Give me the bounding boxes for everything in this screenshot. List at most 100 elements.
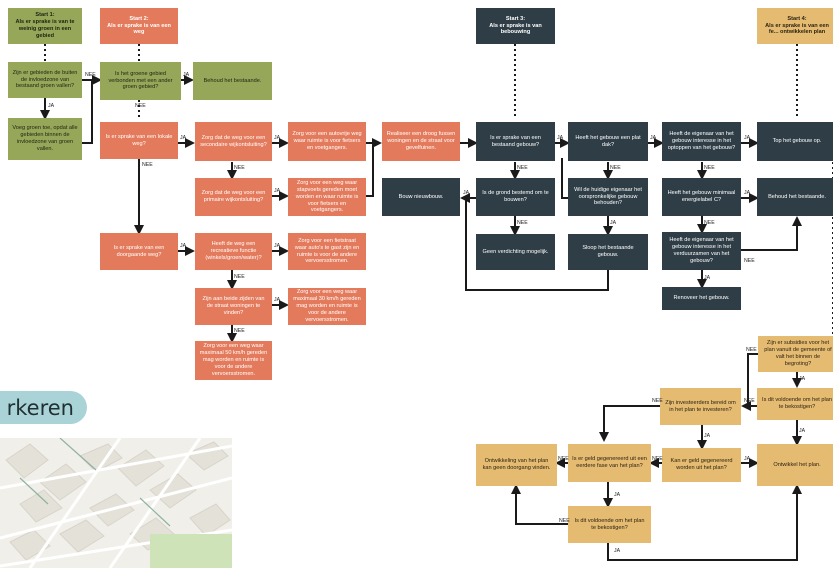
plan-node-5-text: Is er geld gegenereerd uit een eerdere f…: [572, 456, 647, 469]
plan-node-2-text: Zijn investeerders bereid om in het plan…: [665, 399, 736, 413]
edge-label-ja: JA: [274, 135, 281, 141]
road-node-1-text: Is er sprake van een lokale weg?: [105, 133, 173, 147]
road-node-6-text: Zorg voor een weg waar stapvoets gereden…: [295, 179, 359, 214]
edge-label-ja: JA: [744, 456, 751, 462]
build-node-11: Sloop het bestaande gebouw.: [568, 234, 648, 270]
edge-label-nee: NEE: [704, 220, 715, 226]
build-node-13-text: Renoveer het gebouw.: [673, 295, 730, 301]
plan-node-3-text: Is dit voldoende om het plan te bekostig…: [762, 397, 832, 410]
edge-label-ja: JA: [180, 135, 187, 141]
road-node-6: Zorg voor een weg waar stapvoets gereden…: [288, 178, 366, 216]
road-node-7: Is er sprake van een doorgaande weg?: [100, 233, 178, 270]
plan-node-6: Kan er geld gegenereerd worden uit het p…: [662, 448, 741, 482]
edge-label-ja: JA: [614, 492, 621, 498]
road-node-3-text: Zorg voor een autovrije weg waar ruimte …: [292, 131, 362, 151]
build-node-3-text: Heeft de eigenaar van het gebouw interes…: [667, 131, 736, 151]
road-node-9: Zorg voor een fietstraat waar auto's te …: [288, 233, 366, 270]
build-node-13: Renoveer het gebouw.: [662, 287, 741, 310]
road-node-7-text: Is er sprake van een doorgaande weg?: [113, 244, 165, 258]
build-node-4: Top het gebouw op.: [757, 122, 833, 161]
green-node-3-text: Behoud het bestaande.: [203, 77, 262, 84]
build-node-9: Behoud het bestaande.: [757, 178, 833, 216]
edge-label-ja: JA: [48, 103, 55, 109]
plan-node-3: Is dit voldoende om het plan te bekostig…: [757, 388, 833, 420]
start1-label: Start 1: Als er sprake is van te weinig …: [15, 12, 75, 39]
plan-node-8-text: Is dit voldoende om het plan te bekostig…: [574, 517, 645, 531]
plan-node-8: Is dit voldoende om het plan te bekostig…: [568, 506, 651, 543]
plan-node-7: Ontwikkel het plan.: [757, 444, 833, 486]
build-node-5-text: Bouw nieuwbouw.: [398, 193, 444, 200]
edge-label-ja: JA: [610, 220, 617, 226]
road-node-4: Realiseer een droog fussen woningen en d…: [382, 122, 460, 161]
road-node-5-text: Zorg dat de weg voor een primaire wijkon…: [201, 190, 266, 203]
edge-label-nee: NEE: [234, 274, 245, 280]
edge-label-nee: NEE: [652, 398, 663, 404]
edge-label-ja: JA: [614, 548, 621, 554]
plan-node-1: Zijn er subsidies voor het plan vanuit d…: [758, 336, 833, 372]
build-node-11-text: Sloop het bestaande gebouw.: [582, 245, 634, 258]
road-node-10-text: Zijn aan beide zijden van de straat woni…: [202, 296, 265, 316]
build-node-7: Wil de huidige eigenaar het oorspronkeli…: [568, 178, 648, 216]
green-node-1-text: Zijn er gebieden de buiten de invloedzon…: [12, 69, 78, 90]
build-node-1-text: Is er sprake van een bestaand gebouw?: [490, 134, 541, 148]
build-node-4-text: Top het gebouw op.: [772, 138, 822, 144]
build-node-10-text: Geen verdichting mogelijk.: [482, 248, 549, 255]
build-node-6: Is de grond bestemd om te bouwen?: [476, 178, 555, 216]
start4-header: Start 4: Als er sprake is van een fe... …: [757, 8, 833, 44]
road-node-12: Zorg voor een weg waar maximaal 50 km/h …: [195, 341, 272, 380]
edge-label-ja: JA: [799, 376, 806, 382]
green-node-2-text: Is het groene gebied verbonden met een a…: [108, 70, 173, 91]
plan-node-4: Ontwikkeling van het plan kan geen doorg…: [476, 444, 557, 486]
build-node-10: Geen verdichting mogelijk.: [476, 234, 555, 270]
road-node-9-text: Zorg voor een fietstraat waar auto's te …: [294, 237, 360, 265]
section-title: rkeren: [6, 395, 74, 420]
edge-label-nee: NEE: [142, 162, 153, 168]
edge-label-nee: NEE: [746, 347, 757, 353]
edge-label-nee: NEE: [135, 103, 146, 109]
road-node-1: Is er sprake van een lokale weg?: [100, 122, 178, 159]
plan-node-6-text: Kan er geld gegenereerd worden uit het p…: [670, 458, 733, 471]
build-node-2-text: Heeft het gebouw een plat dak?: [575, 134, 641, 148]
plan-node-7-text: Ontwikkel het plan.: [773, 461, 821, 468]
edge-label-nee: NEE: [234, 328, 245, 334]
plan-node-1-text: Zijn er subsidies voor het plan vanuit d…: [764, 340, 832, 367]
edge-label-nee: NEE: [85, 72, 96, 78]
edge-label-ja: JA: [274, 297, 281, 303]
road-node-2-text: Zorg dat de weg voor een secondaire wijk…: [200, 134, 267, 148]
plan-node-5: Is er geld gegenereerd uit een eerdere f…: [568, 444, 651, 482]
build-node-6-text: Is de grond bestemd om te bouwen?: [482, 190, 549, 203]
edge-label-ja: JA: [704, 275, 711, 281]
edge-label-ja: JA: [463, 190, 470, 196]
edge-label-ja: JA: [799, 428, 806, 434]
road-node-3: Zorg voor een autovrije weg waar ruimte …: [288, 122, 366, 161]
edge-label-ja: JA: [183, 72, 190, 78]
start3-header: Start 3: Als er sprake is van bebouwing: [476, 8, 555, 44]
build-node-9-text: Behoud het bestaande.: [768, 193, 826, 200]
build-node-8: Heeft het gebouw minimaal energielabel C…: [662, 178, 741, 216]
edge-label-ja: JA: [274, 188, 281, 194]
edge-label-ja: JA: [744, 135, 751, 141]
edge-label-ja: JA: [274, 243, 281, 249]
road-node-8: Heeft de weg een recreatieve functie (wi…: [195, 233, 272, 270]
edge-label-nee: NEE: [744, 398, 755, 404]
green-node-2: Is het groene gebied verbonden met een a…: [100, 62, 181, 100]
road-node-10: Zijn aan beide zijden van de straat woni…: [195, 288, 272, 325]
edge-label-nee: NEE: [610, 165, 621, 171]
green-node-4: Voeg groen toe, opdat alle gebieden binn…: [8, 118, 82, 160]
edge-label-nee: NEE: [704, 165, 715, 171]
build-node-3: Heeft de eigenaar van het gebouw interes…: [662, 122, 741, 161]
start2-header: Start 2: Als er sprake is van een weg: [100, 8, 178, 44]
road-node-12-text: Zorg voor een weg waar maximaal 50 km/h …: [199, 343, 268, 377]
plan-node-2: Zijn investeerders bereid om in het plan…: [660, 388, 741, 425]
start3-label: Start 3: Als er sprake is van bebouwing: [489, 15, 542, 36]
road-node-5: Zorg dat de weg voor een primaire wijkon…: [195, 178, 272, 216]
build-node-5: Bouw nieuwbouw.: [382, 178, 460, 216]
build-node-2: Heeft het gebouw een plat dak?: [568, 122, 648, 161]
build-node-12: Heeft de eigenaar van het gebouw interes…: [662, 232, 741, 270]
edge-label-ja: JA: [180, 243, 187, 249]
edge-label-nee: NEE: [517, 165, 528, 171]
road-node-2: Zorg dat de weg voor een secondaire wijk…: [195, 122, 272, 161]
plan-node-4-text: Ontwikkeling van het plan kan geen doorg…: [482, 458, 551, 471]
build-node-12-text: Heeft de eigenaar van het gebouw interes…: [669, 237, 734, 264]
